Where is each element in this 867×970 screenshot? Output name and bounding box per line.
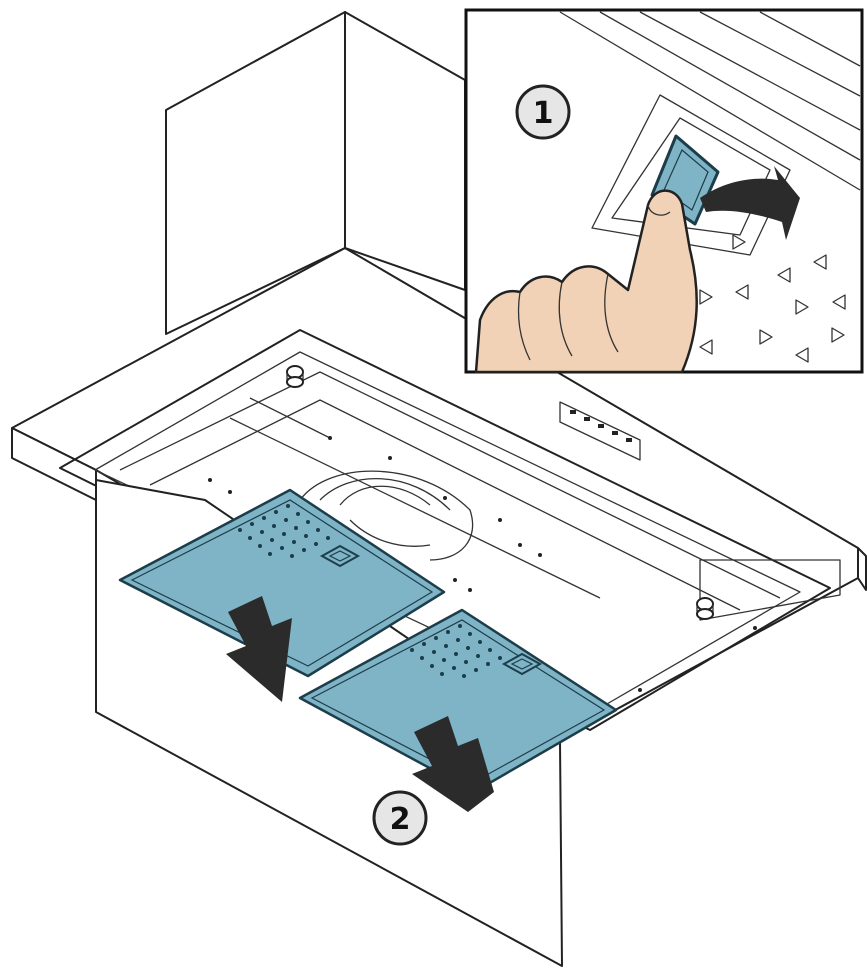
arrow-pull-icon [700,166,800,240]
detail-inset: 1 [464,8,864,374]
step-2-number: 2 [390,802,411,837]
latch-handle-icon [501,652,543,676]
vent-pattern [699,234,846,363]
latch-handle-icon [319,544,361,568]
step-1-badge: 1 [515,84,571,140]
step-1-number: 1 [533,96,554,131]
lamp-right [696,597,714,620]
lamp-left [286,365,304,388]
arrow-down-icon [412,716,494,812]
grease-filter-left [118,488,446,702]
control-panel [559,401,641,461]
finger-icon [474,189,698,374]
arrow-down-icon [226,596,292,702]
step-2-badge: 2 [372,790,428,846]
grease-filter-right [298,608,618,812]
